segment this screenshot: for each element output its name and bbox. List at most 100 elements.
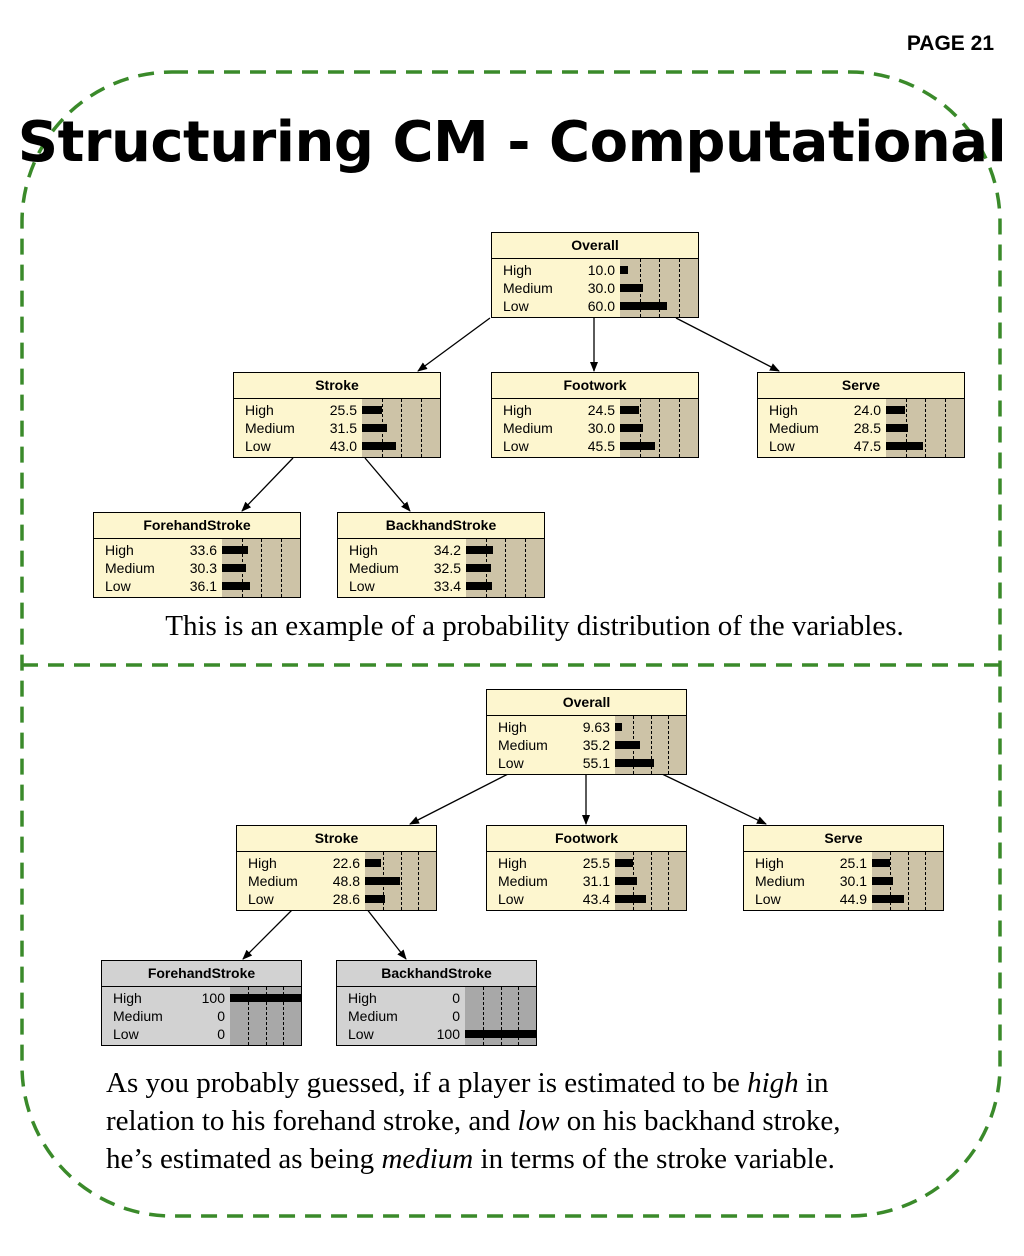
state-name: Low	[755, 891, 781, 907]
arrow-overall-stroke-2	[409, 772, 511, 825]
caption-evidence: As you probably guessed, if a player is …	[106, 1064, 986, 1178]
probability-bar	[872, 859, 890, 867]
probability-bar	[886, 442, 923, 450]
gridline	[418, 852, 419, 910]
gridline	[679, 399, 680, 457]
state-value: 30.0	[587, 280, 615, 296]
bar-area	[222, 539, 300, 597]
caption-text: relation to his forehand stroke, and	[106, 1105, 518, 1137]
state-name: Medium	[769, 420, 819, 436]
probability-bar	[620, 284, 643, 292]
state-name: High	[498, 855, 527, 871]
bar-area	[886, 399, 964, 457]
page-number: PAGE 21	[906, 32, 994, 55]
gridline	[248, 987, 249, 1045]
bar-area	[615, 716, 686, 774]
bar-area	[872, 852, 943, 910]
node-title: Serve	[744, 826, 943, 852]
probability-bar	[362, 406, 382, 414]
gridline	[908, 852, 909, 910]
state-name: Low	[248, 891, 274, 907]
bar-area	[365, 852, 436, 910]
state-name: High	[349, 542, 378, 558]
gridline	[501, 987, 502, 1045]
state-row: High 22.6	[237, 854, 365, 872]
gridline	[401, 399, 402, 457]
probability-bar	[222, 546, 248, 554]
state-value: 30.1	[839, 873, 867, 889]
arrow-overall-stroke-1	[417, 317, 491, 372]
probability-bar	[620, 424, 643, 432]
bar-area	[465, 987, 536, 1045]
state-value: 60.0	[587, 298, 615, 314]
node-title: Stroke	[234, 373, 440, 399]
state-name: Medium	[503, 420, 553, 436]
state-name: High	[248, 855, 277, 871]
state-name: Low	[349, 578, 375, 594]
state-row: Medium 30.0	[492, 419, 620, 437]
arrow-stroke-forehand-2	[242, 907, 295, 960]
gridline	[525, 539, 526, 597]
state-value: 24.0	[853, 402, 881, 418]
probability-bar	[466, 564, 491, 572]
caption-text: in	[798, 1067, 829, 1099]
node-title: Footwork	[492, 373, 698, 399]
state-value: 30.3	[189, 560, 217, 576]
caption-emphasis: medium	[381, 1143, 474, 1175]
caption-text: on his backhand stroke,	[559, 1105, 841, 1137]
probability-bar	[465, 1030, 536, 1038]
caption-line: As you probably guessed, if a player is …	[106, 1064, 986, 1102]
caption-emphasis: high	[747, 1067, 799, 1099]
state-value: 34.2	[433, 542, 461, 558]
node-title: BackhandStroke	[338, 513, 544, 539]
state-name: Medium	[113, 1008, 163, 1024]
state-value: 0	[452, 1008, 460, 1024]
probability-bar	[615, 759, 654, 767]
gridline	[668, 716, 669, 774]
caption-emphasis: low	[517, 1105, 560, 1137]
state-name: High	[769, 402, 798, 418]
probability-bar	[620, 302, 667, 310]
state-value: 31.1	[582, 873, 610, 889]
gridline	[659, 399, 660, 457]
gridline	[281, 539, 282, 597]
state-name: Medium	[349, 560, 399, 576]
state-value: 25.1	[839, 855, 867, 871]
state-value: 22.6	[332, 855, 360, 871]
gridline	[925, 399, 926, 457]
bar-area	[362, 399, 440, 457]
caption-text: As you probably guessed, if a player is …	[106, 1067, 748, 1099]
probability-bar	[872, 895, 904, 903]
state-value: 100	[201, 990, 225, 1006]
gridline	[421, 399, 422, 457]
gridline	[679, 259, 680, 317]
state-name: Low	[245, 438, 271, 454]
state-value: 30.0	[587, 420, 615, 436]
probability-bar	[365, 859, 381, 867]
